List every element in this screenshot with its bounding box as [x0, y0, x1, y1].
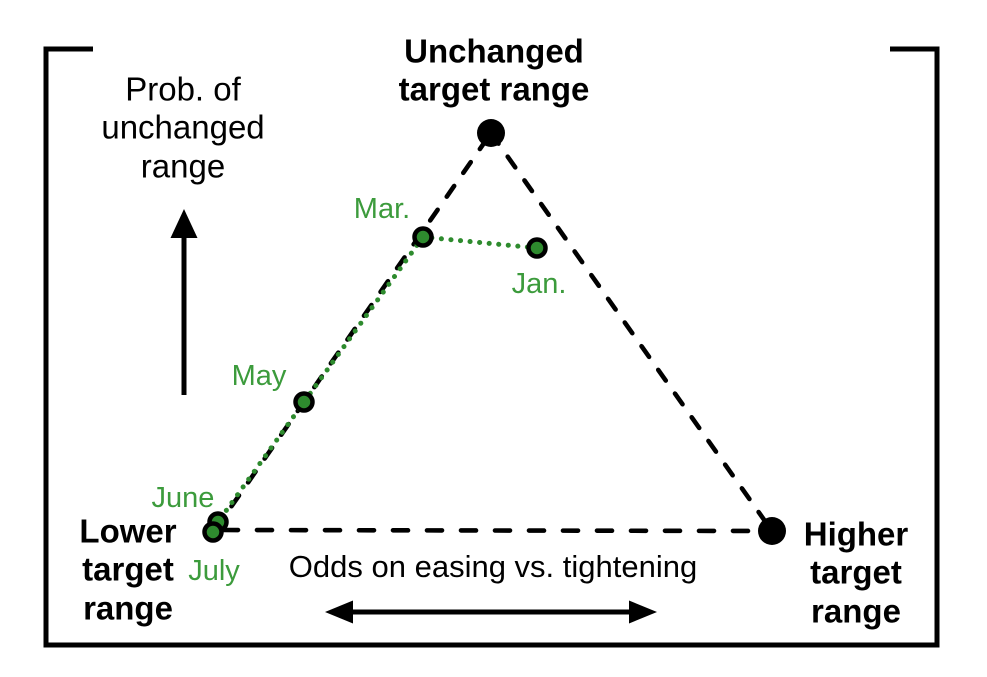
odds-axis-arrowhead-right	[629, 600, 657, 624]
point-label-mar: Mar.	[353, 193, 411, 226]
point-label-may: May	[231, 360, 287, 393]
prob-axis-arrowhead	[170, 209, 198, 238]
odds-axis-label: Odds on easing vs. tightening	[288, 549, 698, 585]
lower-vertex-label: Lower target range	[79, 512, 177, 627]
unchanged-vertex-dot	[477, 119, 505, 147]
frame-border	[43, 46, 940, 648]
point-may	[293, 391, 315, 413]
triangle-edge-bottom	[220, 527, 775, 534]
point-jan	[526, 237, 548, 259]
higher-vertex-dot	[758, 517, 786, 545]
point-july	[202, 521, 224, 543]
higher-vertex-label: Higher target range	[803, 515, 909, 630]
point-label-june: June	[151, 482, 215, 515]
prob-axis-label: Prob. of unchanged range	[101, 70, 265, 185]
point-mar	[412, 226, 434, 248]
point-label-july: July	[188, 555, 240, 588]
triangle-edge-right	[488, 130, 775, 534]
unchanged-vertex-label: Unchanged target range	[398, 32, 590, 108]
point-label-jan: Jan.	[511, 268, 567, 301]
odds-axis-arrowhead-left	[325, 600, 353, 624]
